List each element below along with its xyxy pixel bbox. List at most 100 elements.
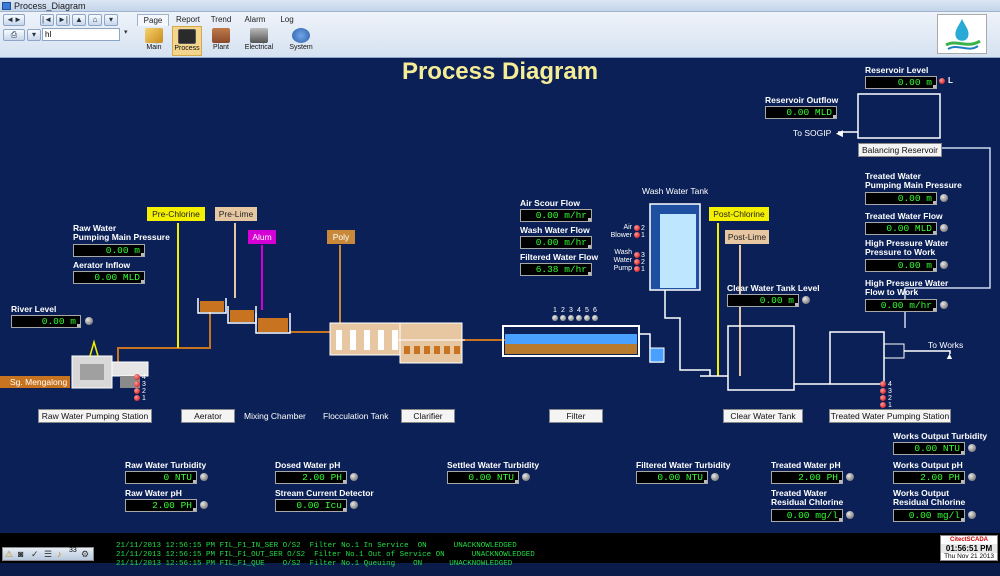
filtered-water-flow-label: Filtered Water Flow (520, 252, 599, 262)
page-up-icon[interactable]: ▲ (72, 14, 86, 26)
silence-icon[interactable]: ◙ (18, 549, 24, 559)
stream-current-trend-icon[interactable] (350, 501, 358, 509)
alarm-row[interactable]: 21/11/2013 12:56:15 PM FIL_F1_QUE O/S2 F… (116, 560, 513, 568)
poly-tag[interactable]: Poly (327, 230, 355, 244)
treated-chlorine-value: 0.00 mg/l (771, 509, 843, 522)
print-icon[interactable]: ⎙ (3, 29, 25, 41)
filter-2-indicator[interactable] (560, 315, 566, 321)
clock-date: Thu Nov 21 2013 (944, 553, 994, 560)
clarifier-button[interactable]: Clarifier (401, 409, 455, 423)
wash-water-flow-label: Wash Water Flow (520, 225, 590, 235)
clear-water-tank-button[interactable]: Clear Water Tank (723, 409, 803, 423)
reservoir-low-label: L (948, 76, 953, 85)
works-turbidity-trend-icon[interactable] (968, 444, 976, 452)
process-button[interactable]: Process (172, 26, 202, 56)
alarm-row[interactable]: 21/11/2013 12:56:15 PM FIL_F1_OUT_SER O/… (116, 551, 535, 559)
treated-flow-trend-icon[interactable] (940, 224, 948, 232)
air-scour-flow-value: 0.00 m/hr (520, 209, 592, 222)
works-chlorine-label: Works Output Residual Chlorine (893, 488, 966, 507)
arrow-up-icon: ▲ (945, 351, 954, 361)
electrical-button[interactable]: Electrical (244, 26, 274, 56)
works-ph-label: Works Output pH (893, 460, 963, 470)
acknowledge-icon[interactable]: ✓ (31, 549, 39, 559)
company-logo (937, 14, 987, 54)
wash-water-tank-graphic (649, 203, 711, 376)
search-dropdown-icon[interactable]: ▾ (124, 29, 128, 36)
window-title: Process_Diagram (14, 1, 86, 11)
tab-log[interactable]: Log (280, 15, 294, 24)
tools-icon[interactable]: ▾ (27, 29, 41, 41)
treated-water-flow-value: 0.00 MLD (865, 222, 937, 235)
main-icon (145, 28, 163, 43)
works-ph-trend-icon[interactable] (968, 473, 976, 481)
clear-water-trend-icon[interactable] (802, 296, 810, 304)
tab-alarm[interactable]: Alarm (244, 15, 266, 24)
system-button[interactable]: System (286, 26, 316, 56)
works-ph-value: 2.00 PH (893, 471, 965, 484)
treated-pump-3-indicator (880, 388, 886, 394)
filtered-turbidity-trend-icon[interactable] (711, 473, 719, 481)
treated-ph-trend-icon[interactable] (846, 473, 854, 481)
hp-flow-value: 0.00 m/hr (865, 299, 937, 312)
works-chlorine-trend-icon[interactable] (968, 511, 976, 519)
alarm-settings-icon[interactable]: ⚙ (81, 549, 90, 559)
first-page-icon[interactable]: |◄ (40, 14, 54, 26)
last-page-icon[interactable]: ►| (56, 14, 70, 26)
treated-water-pumping-station-button[interactable]: Treated Water Pumping Station (829, 409, 951, 423)
raw-pump-pressure-label: Raw Water Pumping Main Pressure (73, 223, 170, 242)
treated-pump-pressure-label: Treated Water Pumping Main Pressure (865, 171, 962, 190)
treated-pressure-trend-icon[interactable] (940, 194, 948, 202)
settled-turbidity-trend-icon[interactable] (522, 473, 530, 481)
post-lime-tag[interactable]: Post-Lime (725, 230, 769, 244)
hp-flow-trend-icon[interactable] (940, 301, 948, 309)
wash-pump-2-indicator (634, 259, 640, 265)
alarm-list-icon[interactable]: ☰ (44, 549, 53, 559)
raw-ph-trend-icon[interactable] (200, 501, 208, 509)
home-icon[interactable]: ⌂ (88, 14, 102, 26)
alum-tag[interactable]: Alum (248, 230, 276, 244)
wash-pump-1-indicator (634, 266, 640, 272)
river-level-label: River Level (11, 304, 57, 314)
aerator-button[interactable]: Aerator (181, 409, 235, 423)
raw-turbidity-trend-icon[interactable] (200, 473, 208, 481)
treated-pump-2-indicator (880, 395, 886, 401)
system-icon (292, 28, 310, 43)
pre-chlorine-tag[interactable]: Pre-Chlorine (147, 207, 205, 221)
flocculation-tank-label: Flocculation Tank (323, 411, 389, 421)
plant-icon (212, 28, 230, 43)
filter-4-indicator[interactable] (576, 315, 582, 321)
electrical-icon (250, 28, 268, 43)
hp-pressure-trend-icon[interactable] (940, 261, 948, 269)
filter-5-indicator[interactable] (584, 315, 590, 321)
alarm-bell-icon[interactable]: ♪ (57, 549, 62, 559)
menu-icon[interactable]: ▾ (104, 14, 118, 26)
treated-chlorine-trend-icon[interactable] (846, 511, 854, 519)
search-input[interactable] (42, 28, 120, 41)
air-blower-2-indicator (634, 225, 640, 231)
post-chlorine-tag[interactable]: Post-Chlorine (709, 207, 769, 221)
main-button[interactable]: Main (139, 26, 169, 56)
dosed-ph-trend-icon[interactable] (350, 473, 358, 481)
hp-pressure-label: High Pressure Water Pressure to Work (865, 238, 949, 257)
plant-button[interactable]: Plant (206, 26, 236, 56)
tab-report[interactable]: Report (175, 15, 200, 24)
filter-button[interactable]: Filter (549, 409, 603, 423)
tab-trend[interactable]: Trend (210, 15, 232, 24)
hp-flow-label: High Pressure Water Flow to Work (865, 278, 949, 297)
raw-water-pumping-station-button[interactable]: Raw Water Pumping Station (38, 409, 152, 423)
pre-lime-tag[interactable]: Pre-Lime (215, 207, 257, 221)
filter-6-indicator[interactable] (592, 315, 598, 321)
air-blower-label: Air Blower (610, 224, 632, 239)
clear-water-tank-level-label: Clear Water Tank Level (727, 283, 820, 293)
clock-time: 01:56:51 PM (941, 544, 997, 553)
filter-1-indicator[interactable] (552, 315, 558, 321)
alarm-count: 33 (69, 547, 77, 554)
warning-icon[interactable]: ⚠ (5, 549, 14, 559)
flocculation-tank-graphic (329, 322, 401, 356)
back-forward-icon[interactable]: ◄► (3, 14, 25, 26)
tab-page[interactable]: Page (137, 14, 169, 26)
balancing-reservoir-button[interactable]: Balancing Reservoir (858, 143, 942, 157)
filter-3-indicator[interactable] (568, 315, 574, 321)
alarm-row[interactable]: 21/11/2013 12:56:15 PM FIL_F1_IN_SER O/S… (116, 542, 517, 550)
river-level-trend-icon[interactable] (85, 317, 93, 325)
